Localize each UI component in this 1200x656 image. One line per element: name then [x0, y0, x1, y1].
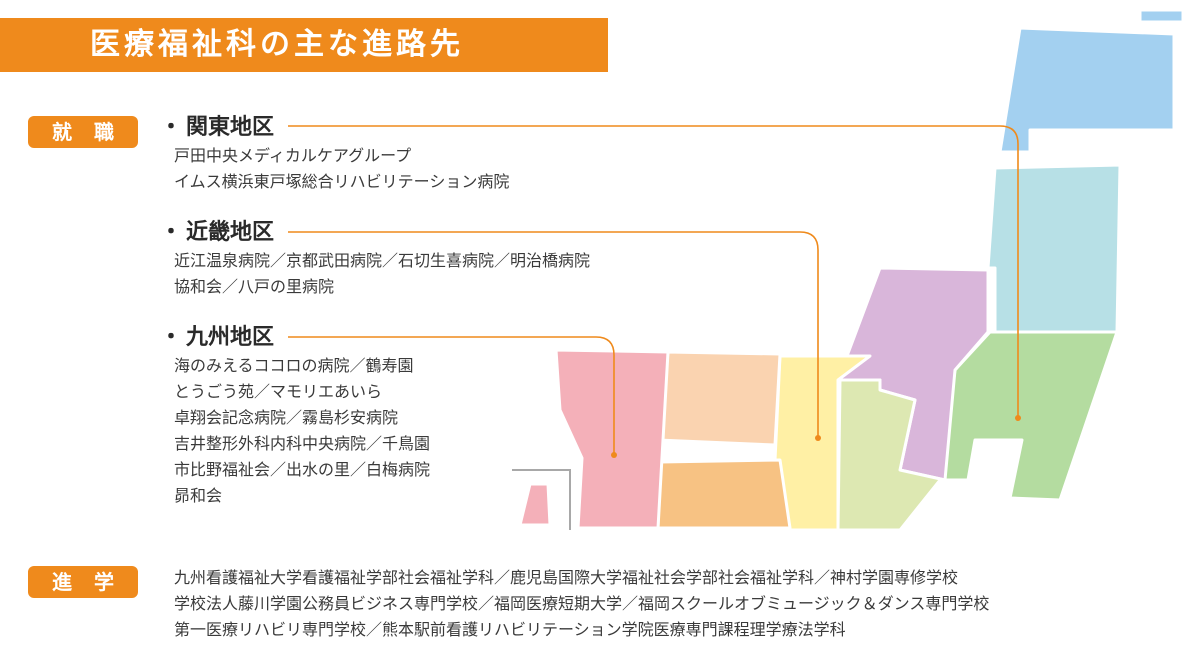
leader-line-kinki [288, 231, 819, 438]
map-shikoku [656, 458, 792, 530]
region-title: 九州地区 [186, 325, 275, 350]
region-kyushu: ・九州地区 海のみえるココロの病院／鶴寿園 とうごう苑／マモリエあいら 卓翔会記… [160, 323, 430, 509]
map-tohoku [986, 163, 1122, 334]
employment-badge: 就職 [28, 116, 138, 148]
map-hokkaido-main [998, 26, 1176, 154]
list-item: 海のみえるココロの病院／鶴寿園 [174, 356, 414, 375]
map-kyushu [554, 348, 670, 530]
leader-line-kyushu [288, 336, 615, 455]
region-title: 関東地区 [186, 115, 275, 140]
map-kinki [836, 378, 947, 532]
list-item: 第一医療リハビリ専門学校／熊本駅前看護リハビリテーション学院医療専門課程理学療法… [174, 620, 846, 639]
further-education-list: 九州看護福祉大学看護福祉学部社会福祉学科／鹿児島国際大学福祉社会学部社会福祉学科… [174, 565, 989, 643]
list-item: イムス横浜東戸塚総合リハビリテーション病院 [174, 172, 510, 191]
list-item: 近江温泉病院／京都武田病院／石切生喜病院／明治橋病院 [174, 251, 591, 270]
leader-line-kanto [288, 125, 1019, 418]
map-hokkaido [1138, 8, 1185, 24]
title-banner: 医療福祉科の主な進路先 [0, 18, 608, 72]
list-item: とうごう苑／マモリエあいら [174, 382, 383, 401]
okinawa-inset-line [512, 469, 571, 530]
further-education-badge: 進学 [28, 566, 138, 598]
page-title: 医療福祉科の主な進路先 [90, 27, 464, 62]
map-okinawa [518, 482, 552, 527]
list-item: 学校法人藤川学園公務員ビジネス専門学校／福岡医療短期大学／福岡スクールオブミュー… [174, 594, 990, 613]
list-item: 昴和会 [174, 486, 223, 505]
list-item: 九州看護福祉大学看護福祉学部社会福祉学科／鹿児島国際大学福祉社会学部社会福祉学科… [174, 568, 959, 587]
list-item: 市比野福祉会／出水の里／白梅病院 [174, 460, 431, 479]
list-item: 協和会／八戸の里病院 [174, 277, 335, 296]
map-chugoku-west [656, 350, 782, 447]
region-kinki: ・近畿地区 近江温泉病院／京都武田病院／石切生喜病院／明治橋病院 協和会／八戸の… [160, 218, 590, 300]
list-item: 戸田中央メディカルケアグループ [174, 146, 412, 165]
list-item: 吉井整形外科内科中央病院／千鳥園 [174, 434, 431, 453]
region-kanto: ・関東地区 戸田中央メディカルケアグループ イムス横浜東戸塚総合リハビリテーショ… [160, 113, 509, 195]
list-item: 卓翔会記念病院／霧島杉安病院 [174, 408, 399, 427]
region-title: 近畿地区 [186, 220, 275, 245]
